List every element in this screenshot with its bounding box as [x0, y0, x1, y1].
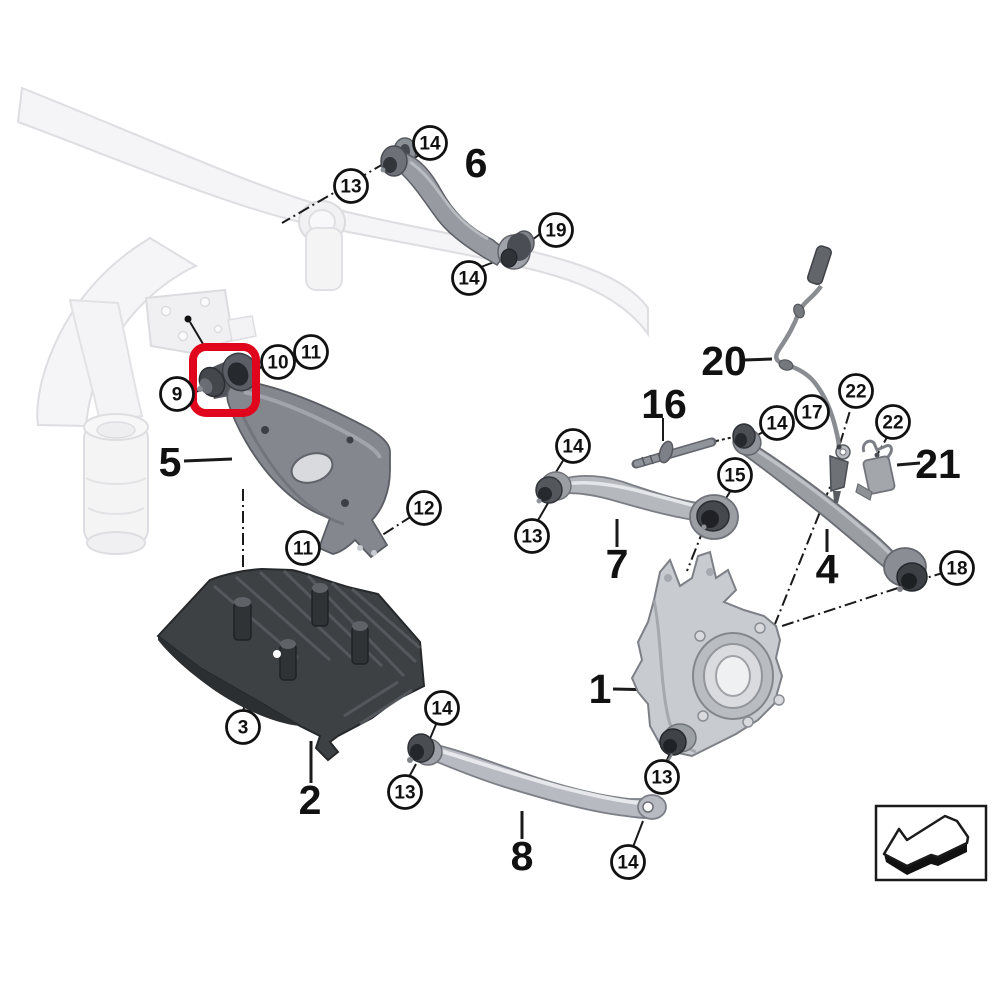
part-label-8[interactable]: 8: [511, 833, 534, 879]
callout-3[interactable]: 3: [225, 709, 261, 745]
part-label-20[interactable]: 20: [701, 338, 747, 384]
callout-13[interactable]: 13: [387, 774, 423, 810]
part-label-21[interactable]: 21: [915, 441, 961, 487]
svg-text:13: 13: [394, 783, 415, 804]
part-6-upper-control-arm: [380, 137, 535, 270]
part-2-cover-plate: [156, 567, 426, 762]
svg-text:14: 14: [419, 134, 441, 155]
callout-22[interactable]: 22: [838, 373, 874, 409]
svg-text:14: 14: [562, 437, 584, 458]
part-17-sensor: [829, 444, 851, 503]
part-label-16[interactable]: 16: [641, 381, 687, 427]
ghost-rear-axle-subframe: [16, 86, 649, 555]
callout-9[interactable]: 9: [159, 376, 195, 412]
svg-text:14: 14: [458, 269, 480, 290]
callout-15[interactable]: 15: [717, 457, 753, 493]
svg-text:14: 14: [617, 853, 639, 874]
svg-text:18: 18: [946, 559, 967, 580]
svg-text:19: 19: [545, 221, 566, 242]
svg-text:22: 22: [845, 382, 866, 403]
callout-14[interactable]: 14: [610, 844, 646, 880]
svg-text:22: 22: [882, 413, 903, 434]
callout-11[interactable]: 11: [293, 334, 329, 370]
callout-19[interactable]: 19: [538, 212, 574, 248]
svg-text:14: 14: [431, 699, 453, 720]
callout-layer: 1413191411109121131413151417222218131413…: [159, 125, 975, 880]
part-4-track-rod: [732, 423, 928, 592]
svg-text:17: 17: [801, 403, 822, 424]
svg-text:14: 14: [766, 414, 788, 435]
part-label-7[interactable]: 7: [606, 541, 629, 587]
part-1-wheel-carrier: [630, 550, 785, 762]
callout-14[interactable]: 14: [412, 125, 448, 161]
callout-14[interactable]: 14: [555, 428, 591, 464]
callout-13[interactable]: 13: [333, 168, 369, 204]
cover-posts: [233, 583, 369, 681]
callout-14[interactable]: 14: [451, 260, 487, 296]
svg-text:13: 13: [340, 177, 361, 198]
red-highlight-frame: [189, 343, 260, 417]
svg-text:13: 13: [521, 527, 542, 548]
svg-text:13: 13: [651, 768, 672, 789]
svg-text:11: 11: [293, 539, 314, 560]
direction-indicator-box: [874, 804, 988, 882]
callout-12[interactable]: 12: [406, 490, 442, 526]
callout-14[interactable]: 14: [424, 690, 460, 726]
part-8-trailing-arm: [407, 733, 667, 820]
part-label-5[interactable]: 5: [159, 439, 182, 485]
part-20-abs-sensor-cable: [774, 245, 851, 503]
callout-11[interactable]: 11: [285, 530, 321, 566]
svg-text:12: 12: [413, 499, 434, 520]
part-label-6[interactable]: 6: [465, 140, 488, 186]
part-16-bolt: [631, 437, 717, 469]
part-label-2[interactable]: 2: [299, 777, 322, 823]
svg-text:9: 9: [172, 385, 183, 406]
part-label-4[interactable]: 4: [816, 546, 839, 592]
svg-text:11: 11: [301, 343, 322, 364]
callout-13[interactable]: 13: [644, 759, 680, 795]
part-7-control-arm: [535, 471, 739, 540]
callout-22[interactable]: 22: [875, 404, 911, 440]
svg-text:15: 15: [724, 466, 746, 487]
svg-text:3: 3: [238, 718, 249, 739]
callout-17[interactable]: 17: [794, 394, 830, 430]
callout-10[interactable]: 10: [260, 344, 296, 380]
direction-arrow-icon: [882, 814, 970, 875]
callout-18[interactable]: 18: [939, 550, 975, 586]
callout-14[interactable]: 14: [759, 405, 795, 441]
svg-text:10: 10: [267, 353, 288, 374]
part-5-lower-wishbone: [197, 352, 391, 559]
part-21-bracket: [855, 439, 896, 501]
part-label-1[interactable]: 1: [589, 666, 612, 712]
callout-13[interactable]: 13: [514, 518, 550, 554]
